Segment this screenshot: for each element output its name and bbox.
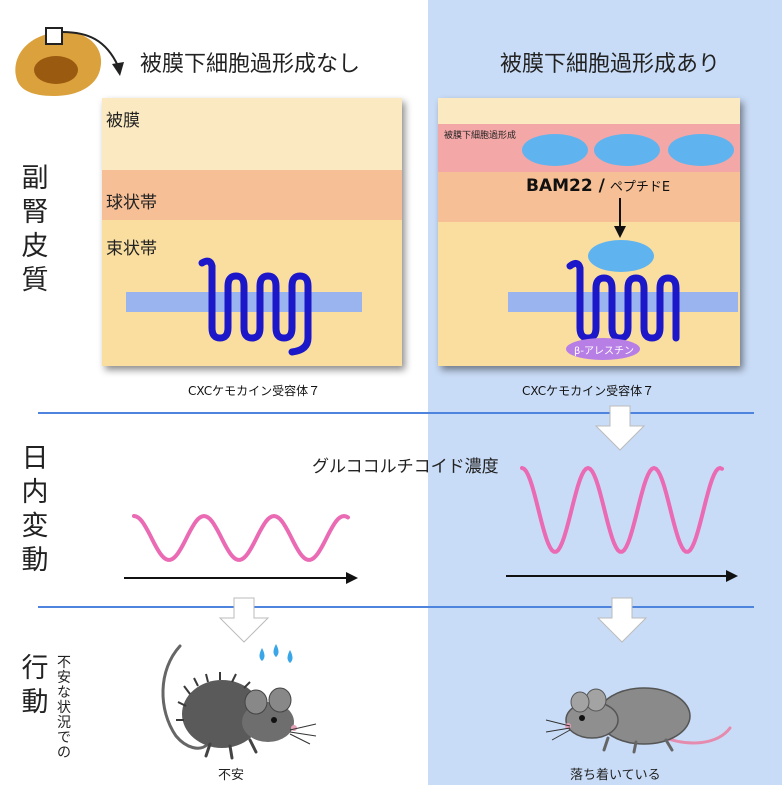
left-cortex-panel: 被膜 球状帯 束状帯 [102, 98, 402, 366]
peptide-label: BAM22 / ペプチドE [526, 176, 671, 196]
anxious-label: 不安 [218, 768, 245, 783]
hollow-down-arrow-icon [594, 405, 646, 451]
right-receptor-caption: CXCケモカイン受容体７ [522, 384, 655, 398]
hollow-down-arrow-icon [218, 597, 270, 643]
low-amplitude-wave [124, 513, 358, 584]
cxcr7-receptor-icon [566, 259, 680, 342]
glucocorticoid-label: グルココルチコイド濃度 [312, 457, 499, 477]
row-divider [38, 412, 754, 414]
right-cortex-panel: 被膜下細胞過形成 BAM22 / ペプチドE β-アレスチン [438, 98, 740, 366]
row-label-circadian: 日 内 変 動 [21, 443, 49, 576]
zona-glomerulosa-layer [102, 170, 402, 220]
capsule-layer-thin [438, 98, 740, 124]
beta-arrestin-label: β-アレスチン [574, 346, 634, 357]
high-amplitude-wave [506, 465, 738, 582]
hyperplasia-cell [522, 134, 588, 166]
calm-mouse-icon [545, 687, 732, 754]
capsule-label: 被膜 [106, 111, 140, 131]
row-label-adrenal-cortex: 副 腎 皮 質 [21, 163, 49, 296]
adrenal-gland-icon [15, 27, 124, 96]
down-arrow-icon [614, 198, 626, 238]
right-column-title: 被膜下細胞過形成あり [500, 52, 721, 77]
cxcr7-receptor-icon [198, 257, 312, 356]
beta-arrestin [566, 338, 640, 360]
calm-label: 落ち着いている [570, 768, 661, 783]
row-label-behavior: 行 動 [21, 653, 49, 718]
left-receptor-caption: CXCケモカイン受容体７ [188, 384, 321, 398]
row-sublabel-behavior: 不 安 な 状 況 で の [57, 655, 71, 761]
hollow-down-arrow-icon [596, 597, 648, 643]
bound-ligand [588, 240, 654, 272]
zona-glomerulosa-layer-right [438, 172, 740, 222]
capsule-layer [102, 98, 402, 170]
zona-glomerulosa-label: 球状帯 [106, 193, 157, 213]
cell-membrane-right [508, 292, 738, 312]
zona-fasciculata-label: 束状帯 [106, 239, 157, 259]
hyperplasia-label: 被膜下細胞過形成 [444, 131, 517, 141]
anxious-mouse-icon [161, 644, 317, 760]
row-divider [38, 606, 754, 608]
hyperplasia-cell [668, 134, 734, 166]
left-column-title: 被膜下細胞過形成なし [140, 52, 361, 77]
hyperplasia-cell [594, 134, 660, 166]
